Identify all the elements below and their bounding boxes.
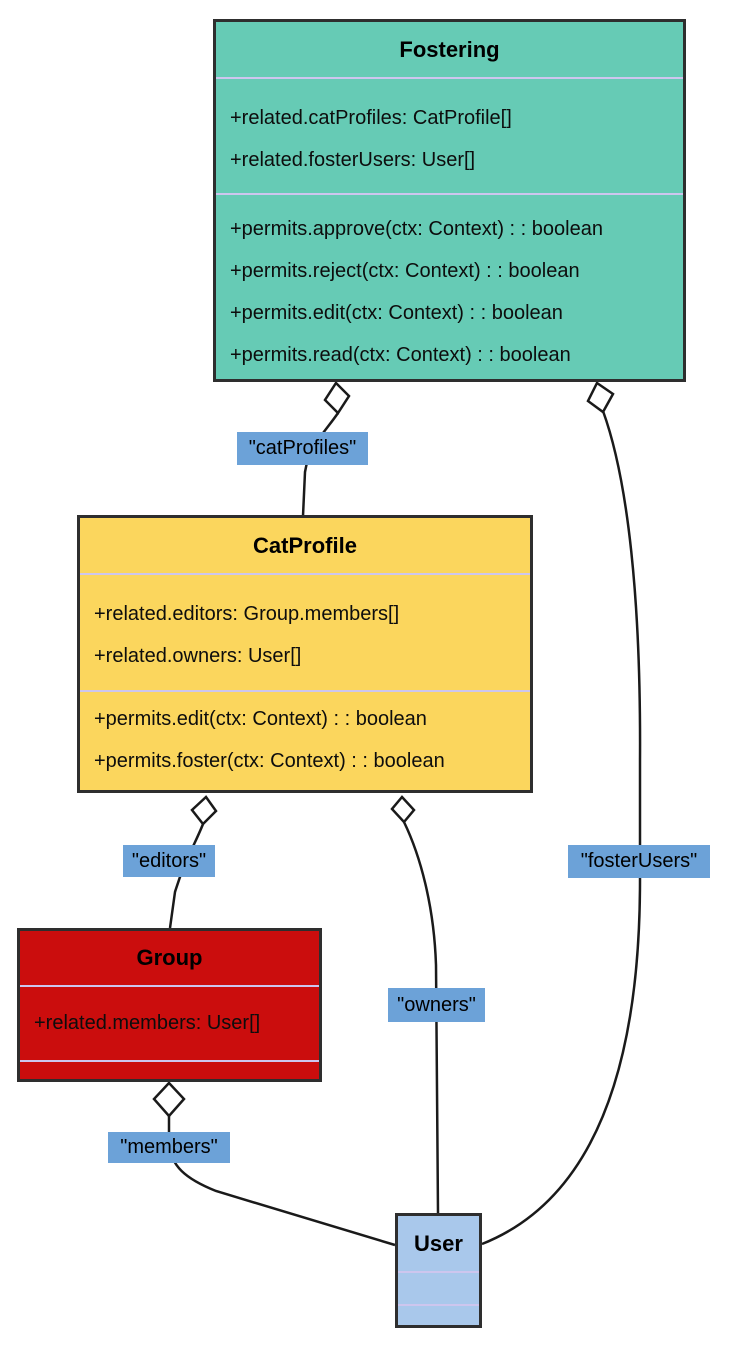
- method-row: +permits.reject(ctx: Context) : : boolea…: [230, 260, 580, 282]
- edge-owners-line: [402, 821, 440, 1214]
- aggregation-diamond-editors: [190, 795, 218, 826]
- method-row: +permits.approve(ctx: Context) : : boole…: [230, 218, 603, 240]
- class-title-group: Group: [136, 945, 203, 970]
- class-methods-fostering: +permits.approve(ctx: Context) : : boole…: [216, 193, 683, 379]
- aggregation-diamond-fosterusers: [586, 381, 615, 414]
- class-box-catprofile: CatProfile +related.editors: Group.membe…: [77, 515, 533, 793]
- aggregation-diamond-members: [152, 1081, 186, 1118]
- edge-label-editors: "editors": [123, 845, 215, 877]
- class-box-fostering: Fostering +related.catProfiles: CatProfi…: [213, 19, 686, 382]
- class-title-fostering: Fostering: [399, 36, 500, 62]
- edge-label-members: "members": [108, 1132, 230, 1163]
- edge-label-fosterusers: "fosterUsers": [568, 845, 710, 878]
- class-attributes-group: +related.members: User[]: [20, 985, 319, 1060]
- class-attributes-catprofile: +related.editors: Group.members[] +relat…: [80, 573, 530, 690]
- attribute-row: +related.editors: Group.members[]: [94, 603, 400, 625]
- aggregation-diamond-owners: [390, 795, 416, 824]
- class-box-user: User: [395, 1213, 482, 1328]
- class-methods-group: [20, 1060, 319, 1079]
- class-attributes-fostering: +related.catProfiles: CatProfile[] +rela…: [216, 77, 683, 193]
- class-attributes-user: [398, 1271, 479, 1304]
- attribute-row: +related.fosterUsers: User[]: [230, 149, 476, 171]
- method-row: +permits.foster(ctx: Context) : : boolea…: [94, 750, 445, 772]
- edge-label-catprofiles: "catProfiles": [237, 432, 368, 465]
- method-row: +permits.edit(ctx: Context) : : boolean: [230, 302, 563, 324]
- attribute-row: +related.catProfiles: CatProfile[]: [230, 107, 512, 129]
- aggregation-diamond-catprofiles: [323, 381, 351, 415]
- class-title-catprofile: CatProfile: [253, 532, 357, 558]
- edge-fosterusers-line: [481, 410, 642, 1246]
- class-methods-user: [398, 1304, 479, 1325]
- class-box-group: Group +related.members: User[]: [17, 928, 322, 1082]
- class-title-user: User: [414, 1230, 463, 1256]
- attribute-row: +related.owners: User[]: [94, 645, 302, 667]
- method-row: +permits.edit(ctx: Context) : : boolean: [94, 708, 427, 730]
- method-row: +permits.read(ctx: Context) : : boolean: [230, 344, 571, 366]
- edge-label-owners: "owners": [388, 988, 485, 1022]
- attribute-row: +related.members: User[]: [34, 1012, 261, 1034]
- class-methods-catprofile: +permits.edit(ctx: Context) : : boolean …: [80, 690, 530, 790]
